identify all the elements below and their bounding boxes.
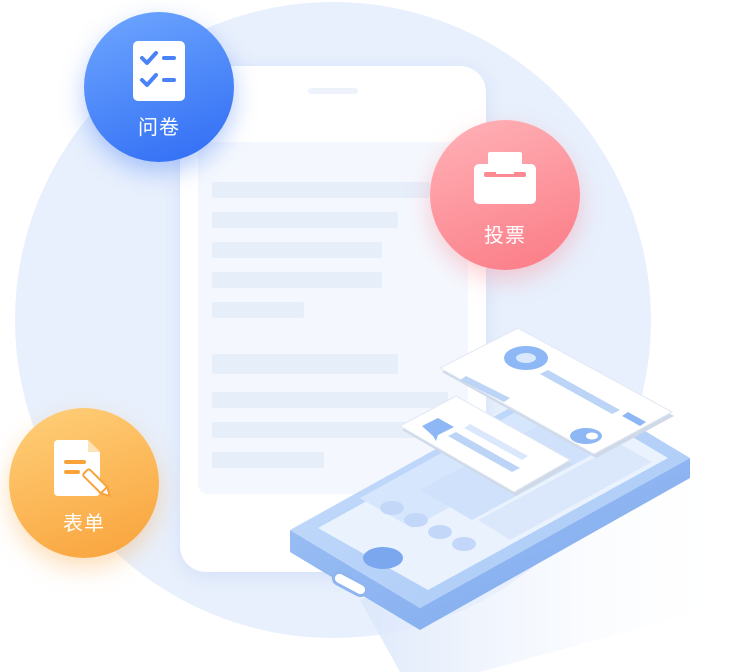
phone-port	[331, 570, 369, 598]
document-line	[212, 422, 448, 438]
vote-badge[interactable]: 投票	[430, 120, 580, 270]
screen-dot	[380, 501, 404, 515]
document-line	[212, 354, 398, 374]
card-line	[464, 424, 528, 460]
chat-bubble-icon	[422, 418, 454, 441]
form-label: 表单	[63, 511, 105, 535]
document-line	[212, 182, 430, 198]
card-line	[448, 432, 520, 472]
screen-dot	[428, 525, 452, 539]
card-line	[622, 412, 646, 426]
checklist-icon	[133, 41, 185, 101]
screen-dot	[404, 513, 428, 527]
document-line	[212, 212, 398, 228]
document-line	[212, 272, 382, 288]
document-line	[212, 392, 448, 408]
floating-card	[398, 395, 572, 493]
card-line	[540, 370, 620, 414]
questionnaire-label: 问卷	[138, 115, 180, 139]
document-content	[198, 142, 468, 494]
ballot-box-icon	[474, 152, 536, 204]
document-card	[180, 66, 486, 572]
document-line	[212, 452, 324, 468]
vote-label: 投票	[484, 223, 526, 247]
questionnaire-badge[interactable]: 问卷	[84, 12, 234, 162]
screen-block	[478, 444, 652, 540]
floating-card	[438, 327, 674, 455]
document-notch	[308, 88, 358, 94]
phone-shadow	[360, 470, 741, 672]
document-line	[212, 302, 304, 318]
screen-dot	[452, 537, 476, 551]
home-button	[363, 547, 403, 569]
form-badge[interactable]: 表单	[9, 408, 159, 558]
document-edit-icon	[54, 440, 112, 498]
card-line	[460, 376, 510, 402]
document-line	[212, 242, 382, 258]
